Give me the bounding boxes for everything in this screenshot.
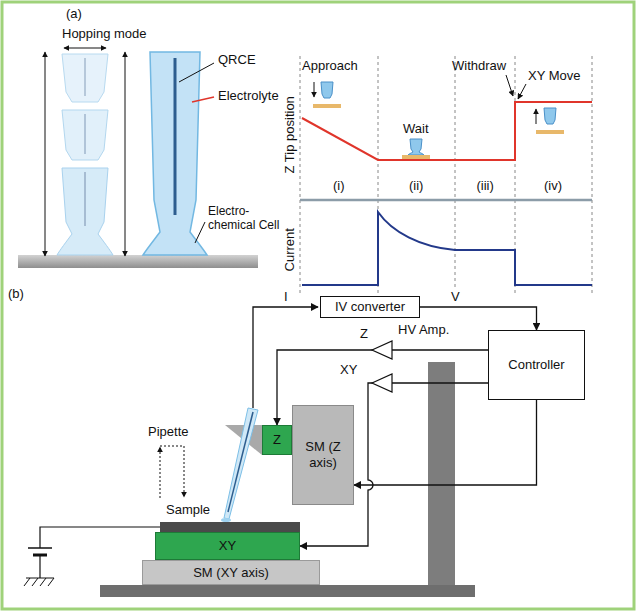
node-text: IV converter (335, 299, 405, 315)
leader-line (195, 222, 205, 243)
node-text: Controller (508, 357, 564, 373)
motion-arrow (536, 109, 537, 124)
mini-pipette (408, 139, 424, 155)
hop-arrow (160, 447, 161, 498)
z-position-trace (302, 102, 592, 160)
ghost-electrode (84, 58, 86, 96)
node-text: XY (219, 538, 236, 554)
converter-box: IV converter (320, 296, 420, 318)
phase-title: Withdraw (452, 58, 506, 74)
phase-title: XY Move (528, 68, 581, 84)
amplifier-symbol (372, 341, 392, 359)
signal-wire (354, 400, 537, 485)
phase-number: (i) (333, 178, 345, 194)
xy-move-icon (536, 108, 564, 134)
stage-motor-box: SM (Z axis) (292, 405, 354, 505)
bias-wire (39, 555, 40, 578)
amplifier-symbol (372, 374, 392, 392)
battery-symbol (28, 547, 52, 549)
controller-box: Controller (488, 330, 585, 400)
phase-divider (300, 56, 301, 295)
qrce-pipette (143, 52, 207, 255)
phase-number: (iii) (477, 178, 494, 194)
mini-sample (402, 155, 430, 159)
hop-arrow (45, 52, 46, 256)
stage-motor-box: SM (XY axis) (142, 560, 320, 585)
phase-divider (455, 56, 456, 295)
phase-number: (ii) (409, 178, 423, 194)
mini-sample (313, 104, 341, 108)
phase-number: (iv) (544, 178, 562, 194)
part-label: Electrolyte (218, 88, 279, 104)
piezo-block: XY (155, 532, 300, 560)
mini-pipette (544, 108, 556, 124)
signal-name: Z (360, 326, 368, 342)
base-plate (100, 585, 475, 597)
part-label: Sample (166, 502, 210, 518)
part-label: QRCE (218, 52, 256, 68)
meniscus (221, 518, 231, 522)
sample-plate (160, 522, 300, 532)
node-text: SM (XY axis) (193, 565, 269, 581)
qrce-electrode (174, 58, 177, 215)
ghost-electrode (84, 172, 86, 226)
hop-arrow (160, 446, 184, 497)
part-label: Pipette (148, 424, 188, 440)
mode-title: Hopping mode (62, 26, 147, 42)
part-label: HV Amp. (398, 322, 449, 338)
callout-arrow (506, 75, 513, 96)
ghost-pipette (62, 54, 108, 102)
mini-sample (536, 130, 564, 134)
panel-label: (b) (8, 286, 24, 302)
approach-icon (313, 82, 341, 108)
phase-title: Wait (403, 121, 429, 137)
leader-line (192, 97, 214, 102)
ground-hatch (40, 578, 46, 586)
substrate-plate (18, 255, 258, 268)
ghost-pipette (62, 110, 108, 160)
ground-hatch (48, 578, 54, 586)
bias-wire (40, 527, 160, 548)
node-text: Z (273, 432, 281, 448)
wait-icon (402, 139, 430, 159)
ground-hatch (24, 578, 30, 586)
ground-hatch (32, 578, 38, 586)
phase-dividers (300, 56, 592, 295)
hop-arrow (125, 52, 126, 256)
ground-symbol (24, 578, 54, 586)
node-text: SM (Z axis) (293, 439, 353, 470)
support-pillar (428, 362, 455, 585)
current-trace (302, 212, 592, 285)
callout-arrow (518, 84, 526, 99)
axis-label: Z Tip position (281, 96, 297, 173)
leader-line (179, 63, 214, 82)
pipette-electrode (228, 412, 253, 512)
current-wire (253, 307, 318, 408)
pipette-glass (224, 408, 258, 519)
ghost-electrode (84, 114, 86, 154)
part-label: Electro- chemical Cell (208, 204, 290, 233)
phase-divider (592, 56, 593, 295)
phase-title: Approach (302, 58, 358, 74)
signal-name: I (284, 289, 288, 305)
signal-name: V (450, 289, 461, 305)
hop-arrow (64, 48, 106, 49)
motion-arrow (314, 82, 315, 97)
panel-label: (a) (66, 6, 82, 22)
signal-name: XY (340, 362, 357, 378)
axis-separator (300, 199, 592, 202)
piezo-block: Z (262, 425, 292, 455)
ghost-pipette (57, 168, 113, 255)
mini-pipette (321, 82, 333, 98)
axis-label: Current (281, 228, 297, 271)
